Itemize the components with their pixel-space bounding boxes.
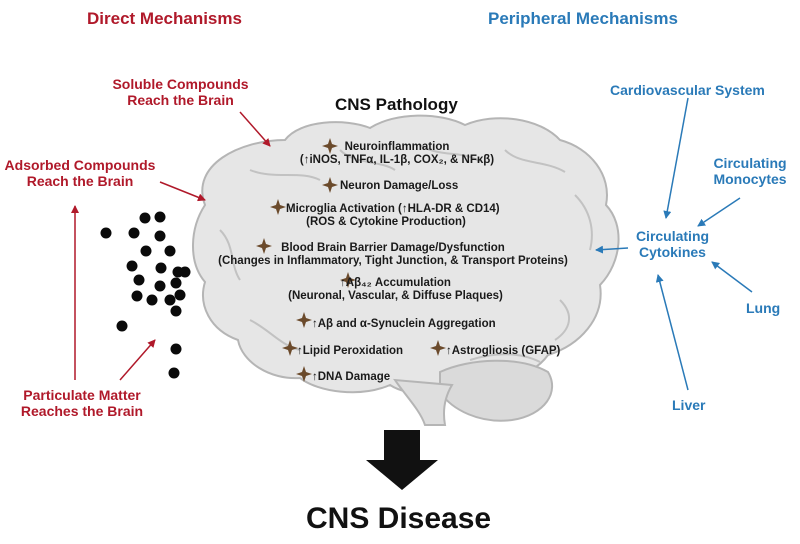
arrow-cytokines-brain — [595, 245, 629, 254]
arrow-adsorbed — [159, 181, 206, 202]
circulating-cytokines-label: Circulating Cytokines — [635, 228, 710, 261]
direct-arrows — [71, 111, 271, 381]
neuron-damage-item: Neuron Damage/Loss — [340, 180, 459, 192]
adsorbed-compounds-label: Adsorbed Compounds Reach the Brain — [4, 157, 156, 190]
soluble-compounds-label: Soluble Compounds Reach the Brain — [112, 76, 249, 109]
star-icon — [270, 199, 286, 215]
neuroinflammation-item: Neuroinflammation (↑iNOS, TNFα, IL-1β, C… — [299, 141, 495, 167]
arrow-lung — [711, 261, 753, 293]
peripheral-mechanisms-heading: Peripheral Mechanisms — [488, 9, 678, 28]
arrow-cardio — [663, 97, 689, 219]
microglia-activation-item: Microglia Activation (↑HLA-DR & CD14) (R… — [286, 203, 500, 229]
star-icon — [340, 272, 356, 288]
abeta42-accumulation-item: ↑Aβ₄₂ Accumulation (Neuronal, Vascular, … — [288, 277, 503, 303]
star-icon — [430, 340, 446, 356]
cns-disease-title: CNS Disease — [306, 502, 492, 535]
bbb-damage-item: Blood Brain Barrier Damage/Dysfunction (… — [218, 242, 568, 268]
brain-shape — [192, 114, 620, 395]
lung-label: Lung — [746, 300, 781, 316]
star-icon — [322, 138, 338, 154]
peripheral-arrows — [595, 97, 753, 391]
direct-mechanisms-heading: Direct Mechanisms — [87, 9, 242, 28]
particulate-dots — [100, 211, 191, 379]
cerebellum-shape — [439, 359, 554, 422]
arrow-particulate-brain — [119, 339, 156, 381]
dna-damage-item: ↑DNA Damage — [312, 371, 391, 383]
cns-pathology-title: CNS Pathology — [335, 95, 458, 114]
liver-label: Liver — [672, 397, 706, 413]
arrow-monocytes — [697, 197, 741, 227]
down-arrow — [366, 430, 438, 490]
aggregation-item: ↑Aβ and α-Synuclein Aggregation — [312, 318, 496, 330]
astrogliosis-item: ↑Astrogliosis (GFAP) — [446, 345, 561, 357]
cardiovascular-system-label: Cardiovascular System — [610, 82, 765, 98]
star-icon — [256, 238, 272, 254]
circulating-monocytes-label: Circulating Monocytes — [713, 155, 787, 188]
star-icon — [282, 340, 298, 356]
star-icon — [296, 366, 312, 382]
arrow-soluble — [239, 111, 271, 147]
brainstem-shape — [393, 378, 454, 426]
particulate-matter-label: Particulate Matter Reaches the Brain — [20, 387, 144, 420]
pathology-bullets — [256, 138, 446, 382]
brain-illustration — [192, 114, 620, 426]
arrow-liver — [655, 274, 689, 391]
lipid-peroxidation-item: ↑Lipid Peroxidation — [297, 345, 404, 357]
star-icon — [296, 312, 312, 328]
star-icon — [322, 177, 338, 193]
